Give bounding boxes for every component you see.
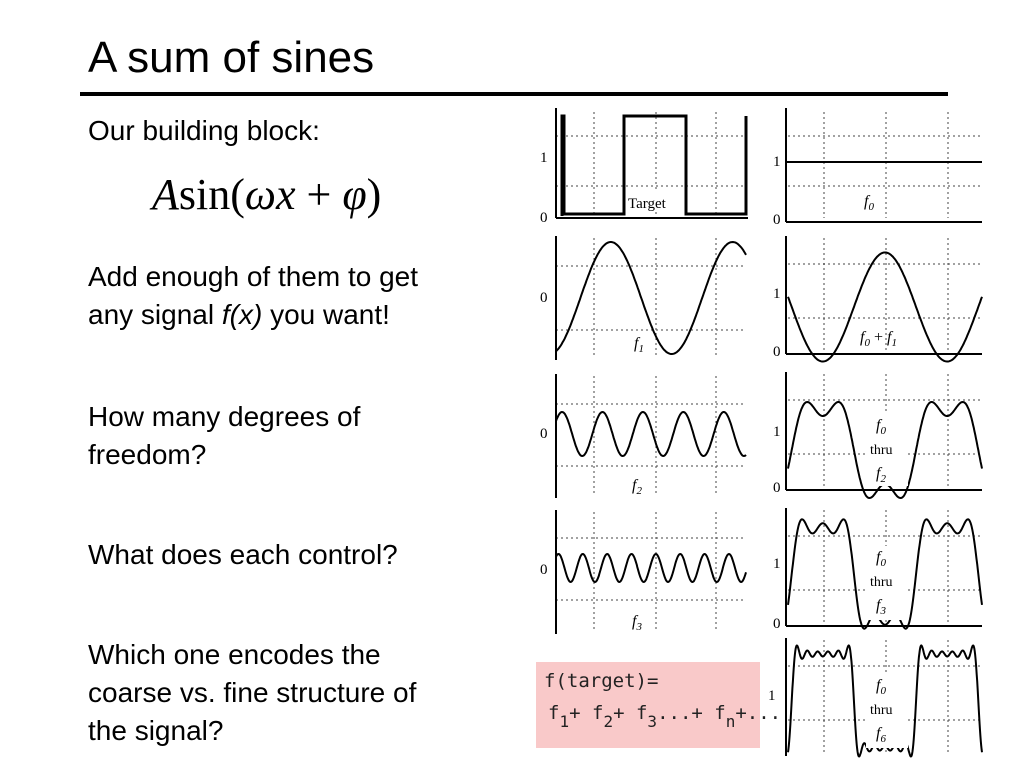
plot-label-thru: thru bbox=[870, 575, 893, 590]
plot-label-f0: f0 bbox=[876, 417, 886, 437]
formula-omega: ω bbox=[244, 170, 276, 219]
formula-close: ) bbox=[366, 170, 382, 219]
plot-label-thru: thru bbox=[870, 443, 893, 458]
formula-phi: φ bbox=[342, 170, 367, 219]
plot-target: 1 0 Target bbox=[536, 106, 754, 226]
y-tick-1: 1 bbox=[773, 424, 781, 440]
y-tick-1: 1 bbox=[773, 556, 781, 572]
plot-label-f3: f3 bbox=[632, 613, 642, 633]
bullet-line: coarse vs. fine structure of bbox=[88, 677, 417, 708]
bullet-add-enough-line1: Add enough of them to get bbox=[88, 261, 419, 292]
bullet-text: you want! bbox=[262, 299, 390, 330]
plot-f0-plus-f1: 1 0 f0 + f1 bbox=[770, 234, 984, 363]
fourier-sum-note: f(target)= f1+ f2+ f3...+ fn+... bbox=[536, 662, 781, 748]
plot-label-f0-plus-f1: f0 + f1 bbox=[860, 329, 897, 349]
y-tick-0: 0 bbox=[540, 210, 548, 226]
plot-label-target: Target bbox=[628, 196, 667, 212]
bullet-line: How many degrees of bbox=[88, 401, 361, 432]
formula-x: x bbox=[275, 170, 296, 219]
bullet-line: the signal? bbox=[88, 715, 224, 746]
note-line2: f1+ f2+ f3...+ fn+... bbox=[548, 702, 782, 731]
y-tick-0: 0 bbox=[540, 290, 548, 306]
plot-f3: 0 f3 bbox=[536, 508, 754, 636]
bullet-line: Which one encodes the bbox=[88, 639, 381, 670]
y-tick-0: 0 bbox=[773, 616, 781, 632]
plot-label-thru: thru bbox=[870, 703, 893, 718]
y-tick-1: 1 bbox=[773, 286, 781, 302]
plot-f0: 1 0 f0 bbox=[770, 106, 984, 228]
y-tick-0: 0 bbox=[540, 426, 548, 442]
sine-formula: Asin(ωx + φ) bbox=[152, 170, 381, 220]
y-tick-0: 0 bbox=[540, 562, 548, 578]
plot-label-f0: f0 bbox=[876, 549, 886, 569]
plot-label-f0: f0 bbox=[864, 193, 874, 213]
bullet-line: freedom? bbox=[88, 439, 207, 470]
plot-label-f0: f0 bbox=[876, 677, 886, 697]
formula-sin: sin( bbox=[178, 170, 245, 219]
bullet-degrees-of-freedom: How many degrees of freedom? bbox=[88, 398, 360, 474]
bullet-add-enough: Add enough of them to get any signal f(x… bbox=[88, 258, 418, 334]
bullet-coarse-fine: Which one encodes the coarse vs. fine st… bbox=[88, 636, 416, 750]
plot-f0-thru-f2: 1 0 f0 thru f2 bbox=[770, 370, 984, 500]
plot-f0-thru-f6: 1 f0 thru f6 bbox=[768, 636, 984, 760]
plot-label-f1: f1 bbox=[634, 335, 644, 355]
plot-label-f6: f6 bbox=[876, 725, 886, 745]
slide-title: A sum of sines bbox=[88, 33, 375, 82]
y-tick-1: 1 bbox=[773, 154, 781, 170]
y-tick-1: 1 bbox=[768, 688, 776, 704]
plot-f0-thru-f3: 1 0 f0 thru f3 bbox=[770, 506, 984, 632]
fx-italic: f(x) bbox=[221, 299, 263, 330]
plot-label-f3: f3 bbox=[876, 597, 886, 617]
formula-amplitude: A bbox=[152, 170, 179, 219]
y-tick-0: 0 bbox=[773, 212, 781, 228]
y-tick-0: 0 bbox=[773, 480, 781, 496]
plot-f1: 0 f1 bbox=[536, 234, 754, 362]
plot-f2: 0 f2 bbox=[536, 372, 754, 500]
bullet-text: any signal bbox=[88, 299, 222, 330]
y-tick-1: 1 bbox=[540, 150, 548, 166]
bullet-add-enough-line2: any signal f(x) you want! bbox=[88, 296, 418, 334]
bullet-building-block: Our building block: bbox=[88, 115, 320, 146]
plot-label-f2: f2 bbox=[632, 477, 642, 497]
bullet-each-control: What does each control? bbox=[88, 539, 398, 570]
y-tick-0: 0 bbox=[773, 344, 781, 360]
note-line1: f(target)= bbox=[544, 670, 659, 692]
title-underline bbox=[80, 92, 948, 96]
plot-label-f2: f2 bbox=[876, 465, 886, 485]
formula-plus: + bbox=[295, 170, 343, 219]
